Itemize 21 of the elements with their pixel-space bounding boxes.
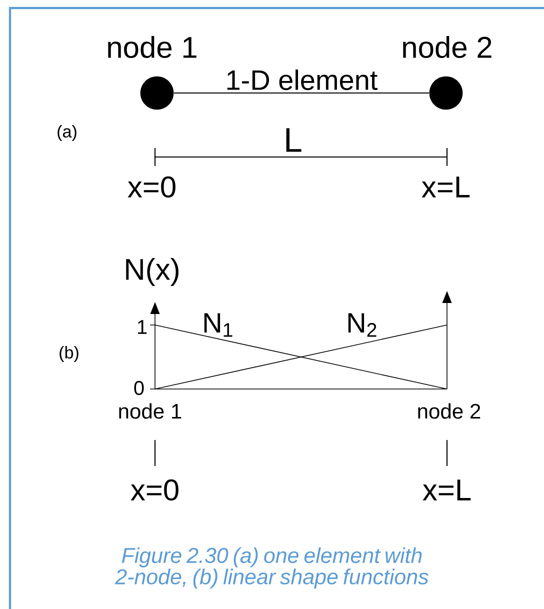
dimension-label: L — [286, 128, 302, 152]
node-label: node 2 — [418, 403, 480, 419]
axis-label: N(x) — [126, 258, 178, 286]
tick-label: 1 — [138, 320, 147, 334]
node-label: node 1 — [108, 36, 196, 58]
position-label: x=0 — [128, 176, 176, 198]
caption: Figure 2.30 (a) one element with 2-node, (b) linear shape functions — [115, 547, 428, 589]
node-dot — [429, 76, 463, 110]
function-label: N$_{1}$ — [204, 313, 232, 337]
panel-label: (b) — [60, 346, 78, 362]
tick-label: 0 — [134, 380, 144, 396]
node-dot — [140, 76, 174, 110]
node-label: node 2 — [403, 36, 492, 58]
node-label: node 1 — [119, 403, 182, 419]
position-label: x=L — [422, 176, 470, 198]
element-line — [173, 92, 430, 94]
position-label: x=0 — [130, 479, 178, 501]
edge-label: 1-D element — [224, 68, 380, 92]
panel-label: (a) — [58, 125, 76, 141]
position-label: x=L — [422, 480, 471, 500]
function-label: N$_{2}$ — [348, 313, 376, 337]
